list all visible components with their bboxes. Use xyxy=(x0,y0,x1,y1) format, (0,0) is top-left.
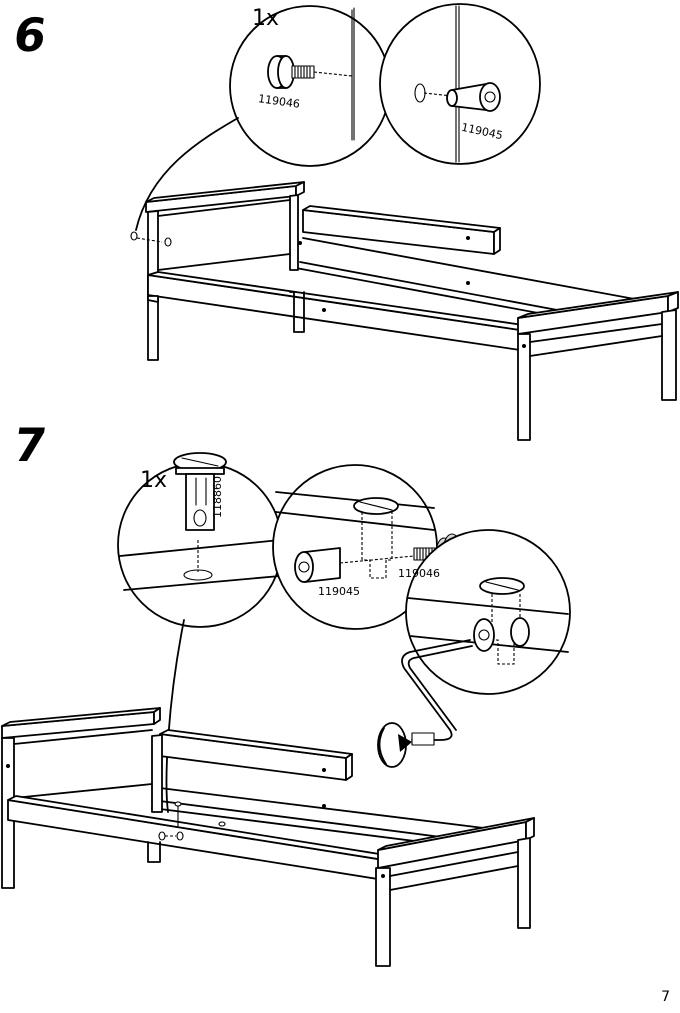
page-number: 7 xyxy=(661,989,670,1005)
step-6-leader xyxy=(135,117,239,231)
step-7-part-119046: 119046 xyxy=(398,567,440,580)
rotate-clockwise-icon xyxy=(377,722,412,768)
step-6-bed-frame xyxy=(130,181,679,441)
step-7-bed-frame xyxy=(1,707,535,967)
step-6-detail-screw xyxy=(229,5,391,167)
step-6-quantity: 1x xyxy=(252,6,280,31)
step-6-detail-barrel-nut xyxy=(379,3,541,165)
step-7-detail-tighten xyxy=(401,529,571,746)
step-7-part-119045: 119045 xyxy=(318,585,360,598)
step-7-detail-bolt-assembly xyxy=(272,464,462,630)
step-7-quantity: 1x xyxy=(140,468,168,493)
step-7-leader xyxy=(165,619,185,813)
step-6-illustration xyxy=(130,3,679,441)
step-7-part-118860: 118860 xyxy=(211,476,224,518)
